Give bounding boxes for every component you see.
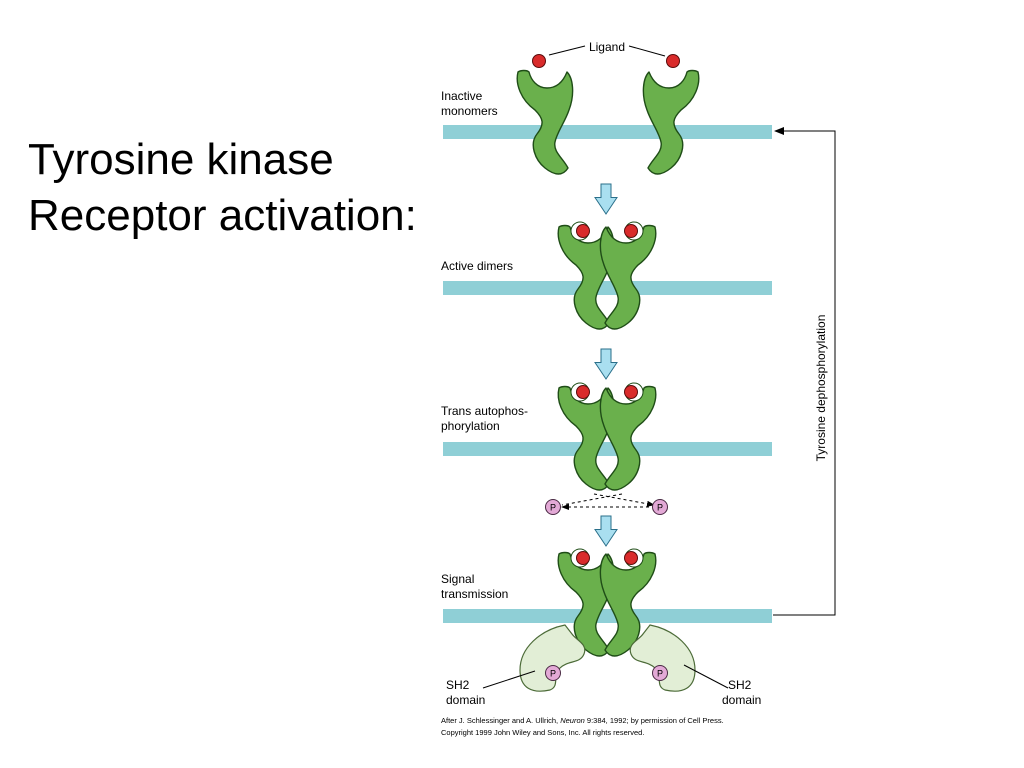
sh2-labels: SH2 domain SH2 domain [446, 664, 761, 707]
flow-arrow-1 [594, 183, 618, 215]
sh2-left-label-2: domain [446, 693, 485, 707]
receptor-trans-right [599, 382, 657, 491]
membrane-4 [443, 609, 772, 623]
sh2-domains [519, 624, 696, 692]
slide-title: Tyrosine kinase Receptor activation: [28, 132, 417, 244]
ligand-bound-trans-right [624, 385, 638, 399]
stage-label-signal-2: transmission [441, 587, 508, 601]
stage-label-dimers: Active dimers [441, 259, 513, 273]
receptor-dimer-right [599, 221, 657, 330]
phosphate-signal-right-label: P [657, 669, 663, 679]
svg-text:SH2: SH2 [446, 678, 470, 692]
svg-text:transmission: transmission [441, 587, 508, 601]
copyright: Copyright 1999 John Wiley and Sons, Inc.… [441, 728, 644, 737]
phosphate-trans-left-label: P [550, 503, 556, 513]
receptor-monomer-right [642, 69, 700, 175]
receptor-signal-right-body [599, 551, 657, 657]
receptor-signal-left-body [557, 551, 615, 657]
flow-arrows [594, 183, 618, 547]
flow-arrow-3 [594, 515, 618, 547]
sh2-left-label-1: SH2 [446, 678, 470, 692]
ligand-free-right [666, 54, 680, 68]
svg-text:Signal: Signal [441, 572, 474, 586]
stage-label-inactive-1: Inactive [441, 89, 483, 103]
phosphate-signal-left-label: P [550, 669, 556, 679]
ligand-callout: Ligand [548, 40, 666, 57]
trans-phosphorylation-arrows [561, 493, 655, 510]
phosphates: P P P P [545, 499, 668, 681]
phosphate-trans-right-label: P [657, 503, 663, 513]
stage-label-signal-1: Signal [441, 572, 474, 586]
receptor-trans-left-body [557, 385, 615, 491]
svg-text:phorylation: phorylation [441, 419, 500, 433]
feedback-loop: Tyrosine dephosphorylation [773, 127, 836, 616]
ligand-bound-dimer-left [576, 224, 590, 238]
stage-label-inactive-2: monomers [441, 104, 498, 118]
phosphate-signal-left-circle [545, 665, 561, 681]
receptor-dimer-left-body [557, 224, 615, 330]
membrane-2 [443, 281, 772, 295]
stage-label-trans-2: phorylation [441, 419, 500, 433]
ligand-bound-trans-left [576, 385, 590, 399]
membrane-3 [443, 442, 772, 456]
ligand-bound-signal-left [576, 551, 590, 565]
citation-part-3: 9:384, 1992; by permission of Cell Press… [585, 716, 724, 725]
svg-text:SH2: SH2 [728, 678, 752, 692]
title-line-1: Tyrosine kinase [28, 135, 334, 184]
sh2-right-label-1: SH2 [728, 678, 752, 692]
receptor-monomer-right-body [642, 69, 700, 175]
svg-text:Inactive: Inactive [441, 89, 483, 103]
membranes [443, 125, 772, 623]
stage-label-trans-1: Trans autophos- [441, 404, 528, 418]
phosphate-signal-right-circle [652, 665, 668, 681]
svg-text:Active dimers: Active dimers [441, 259, 513, 273]
receptors [516, 54, 700, 657]
stage-labels: Inactive monomers Active dimers Trans au… [441, 89, 528, 601]
ligand-bound-signal-right [624, 551, 638, 565]
svg-text:domain: domain [722, 693, 761, 707]
feedback-label: Tyrosine dephosphorylation [814, 315, 828, 462]
sh2-domain-right [629, 624, 696, 692]
phosphate-trans-right: P [652, 499, 668, 515]
ligand-free-left [532, 54, 546, 68]
citation-journal: Neuron [560, 716, 585, 725]
citation-part-1: After J. Schlessinger and A. Ullrich, [441, 716, 560, 725]
ligand-label: Ligand [589, 40, 625, 54]
svg-text:monomers: monomers [441, 104, 498, 118]
phosphate-trans-right-circle [652, 499, 668, 515]
phosphate-trans-left-circle [545, 499, 561, 515]
membrane-1 [443, 125, 772, 139]
flow-arrow-2 [594, 348, 618, 380]
phosphate-signal-right: P [652, 665, 668, 681]
receptor-trans-right-body [599, 385, 657, 491]
citation: After J. Schlessinger and A. Ullrich, Ne… [441, 716, 724, 737]
receptor-dimer-right-body [599, 224, 657, 330]
ligand-bound-dimer-right [624, 224, 638, 238]
svg-text:domain: domain [446, 693, 485, 707]
title-line-2: Receptor activation: [28, 191, 417, 240]
receptor-monomer-left-body [516, 69, 574, 175]
svg-text:After J. Schlessinger and A. U: After J. Schlessinger and A. Ullrich, Ne… [441, 716, 724, 725]
phosphate-trans-left: P [545, 499, 561, 515]
phosphate-signal-left: P [545, 665, 561, 681]
sh2-right-label-2: domain [722, 693, 761, 707]
receptor-monomer-left [516, 69, 574, 175]
svg-text:Trans autophos-: Trans autophos- [441, 404, 528, 418]
